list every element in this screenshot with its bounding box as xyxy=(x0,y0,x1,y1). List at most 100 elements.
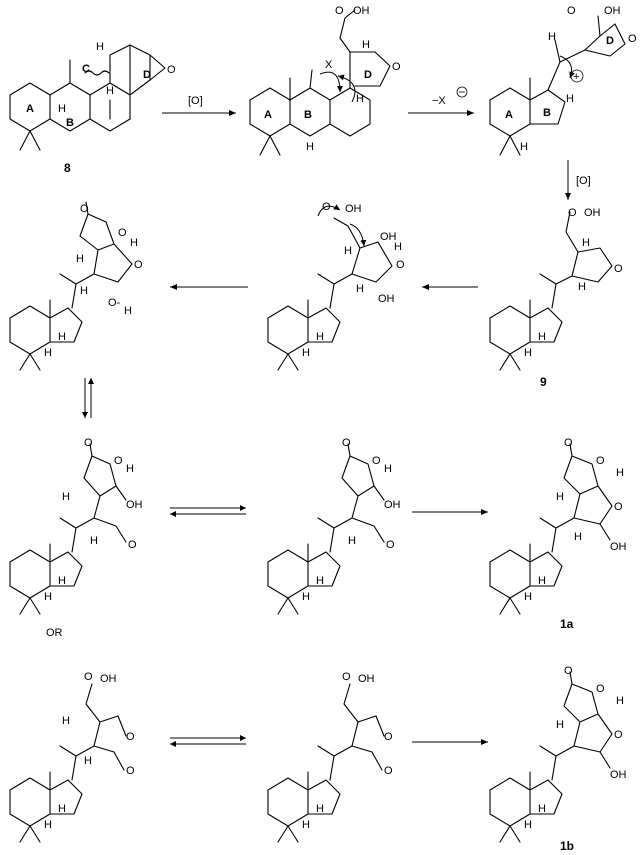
atom-h: H xyxy=(306,141,314,153)
atom-h: H xyxy=(524,819,532,831)
atom-h: H xyxy=(62,491,70,503)
atom-o: O xyxy=(372,455,381,467)
atom-oh: OH xyxy=(610,769,627,781)
atom-h: H xyxy=(538,331,546,343)
aldehyde-intermediate-2-structure xyxy=(267,443,385,615)
atom-h: H xyxy=(58,103,66,115)
atom-h: H xyxy=(90,535,98,547)
minus-charge-icon xyxy=(456,86,468,98)
ring-label-d: D xyxy=(143,69,151,81)
atom-h: H xyxy=(566,93,574,105)
atom-oh: OH xyxy=(353,5,370,17)
reagent-oxidation-2: [O] xyxy=(576,175,591,187)
carbocation-intermediate-structure xyxy=(489,15,626,156)
compound-label-1a: 1a xyxy=(560,617,574,631)
atom-h: H xyxy=(58,803,66,815)
atom-h: H xyxy=(316,331,324,343)
compound-8-structure xyxy=(9,44,166,151)
atom-o: O xyxy=(564,437,573,449)
atom-x: X xyxy=(325,59,333,71)
dialdehyde-acid-structure xyxy=(9,683,127,843)
atom-o: O xyxy=(614,263,623,275)
atom-o: O xyxy=(568,207,577,219)
atom-h: H xyxy=(524,591,532,603)
atom-h: H xyxy=(616,467,624,479)
atom-o: O xyxy=(386,539,395,551)
atom-h: H xyxy=(524,347,532,359)
compound-label-9: 9 xyxy=(540,375,547,389)
atom-h: H xyxy=(574,531,582,543)
separator-or: OR xyxy=(46,627,63,639)
atom-o: O xyxy=(80,203,89,215)
intermediate-2-structure xyxy=(249,9,391,156)
atom-oh: OH xyxy=(380,231,397,243)
atom-h: H xyxy=(356,93,364,105)
atom-h: H xyxy=(316,803,324,815)
atom-h: H xyxy=(316,575,324,587)
atom-o: O xyxy=(126,731,135,743)
atom-o: O xyxy=(384,765,393,777)
atom-o: O xyxy=(114,455,123,467)
lactone-intermediate-structure xyxy=(9,201,133,371)
atom-h: H xyxy=(344,245,352,257)
atom-h: H xyxy=(348,535,356,547)
atom-h: H xyxy=(538,803,546,815)
atom-o: O xyxy=(614,501,623,513)
atom-oh: OH xyxy=(610,541,627,553)
atom-h: H xyxy=(556,491,564,503)
atom-o: O xyxy=(84,671,93,683)
atom-o: O xyxy=(335,5,344,17)
compound-label-1b: 1b xyxy=(560,839,574,853)
atom-h: H xyxy=(84,755,92,767)
atom-o: O xyxy=(84,437,93,449)
atom-oh: OH xyxy=(384,499,401,511)
atom-h: H xyxy=(126,463,134,475)
atom-o: O xyxy=(567,5,576,17)
reagent-oxidation-1: [O] xyxy=(188,95,203,107)
dialdehyde-acid-2-structure xyxy=(267,683,385,843)
atom-h: H xyxy=(302,819,310,831)
atom-o: O xyxy=(128,539,137,551)
curly-arrow xyxy=(337,74,356,103)
ring-label-b: B xyxy=(304,109,312,121)
atom-oh: OH xyxy=(358,673,375,685)
ring-label-d: D xyxy=(606,35,614,47)
atom-o: O xyxy=(564,665,573,677)
atom-oh: OH xyxy=(126,499,143,511)
atom-o: O xyxy=(396,259,405,271)
atom-h: H xyxy=(356,283,364,295)
atom-o: O xyxy=(118,227,127,239)
dihydroxy-intermediate-structure xyxy=(267,217,393,371)
atom-oh: OH xyxy=(584,207,601,219)
atom-h: H xyxy=(106,85,114,97)
atom-h: H xyxy=(80,285,88,297)
atom-h: H xyxy=(124,305,132,317)
atom-o: O xyxy=(134,259,143,271)
ring-label-d: D xyxy=(364,69,372,81)
atom-o: O xyxy=(392,61,401,73)
atom-h: H xyxy=(616,695,624,707)
compound-label-8: 8 xyxy=(64,161,71,175)
ring-label-b: B xyxy=(66,117,74,129)
atom-h: H xyxy=(548,31,556,43)
atom-o: O xyxy=(628,33,637,45)
curly-arrow xyxy=(559,55,575,79)
atom-h: H xyxy=(44,591,52,603)
atom-h: H xyxy=(384,463,392,475)
ring-label-a: A xyxy=(505,109,513,121)
atom-o: O xyxy=(126,765,135,777)
compound-1b-structure xyxy=(489,671,613,843)
atom-o: O xyxy=(342,671,351,683)
atom-h: H xyxy=(538,575,546,587)
atom-h: H xyxy=(44,819,52,831)
aldehyde-intermediate-structure xyxy=(9,443,127,615)
atom-h: H xyxy=(302,591,310,603)
curly-arrow xyxy=(349,223,367,247)
atom-oh: OH xyxy=(100,673,117,685)
atom-o: O xyxy=(384,731,393,743)
atom-oh: OH xyxy=(604,5,621,17)
atom-h: H xyxy=(520,141,528,153)
atom-oh: OH xyxy=(378,293,395,305)
atom-h: H xyxy=(578,281,586,293)
